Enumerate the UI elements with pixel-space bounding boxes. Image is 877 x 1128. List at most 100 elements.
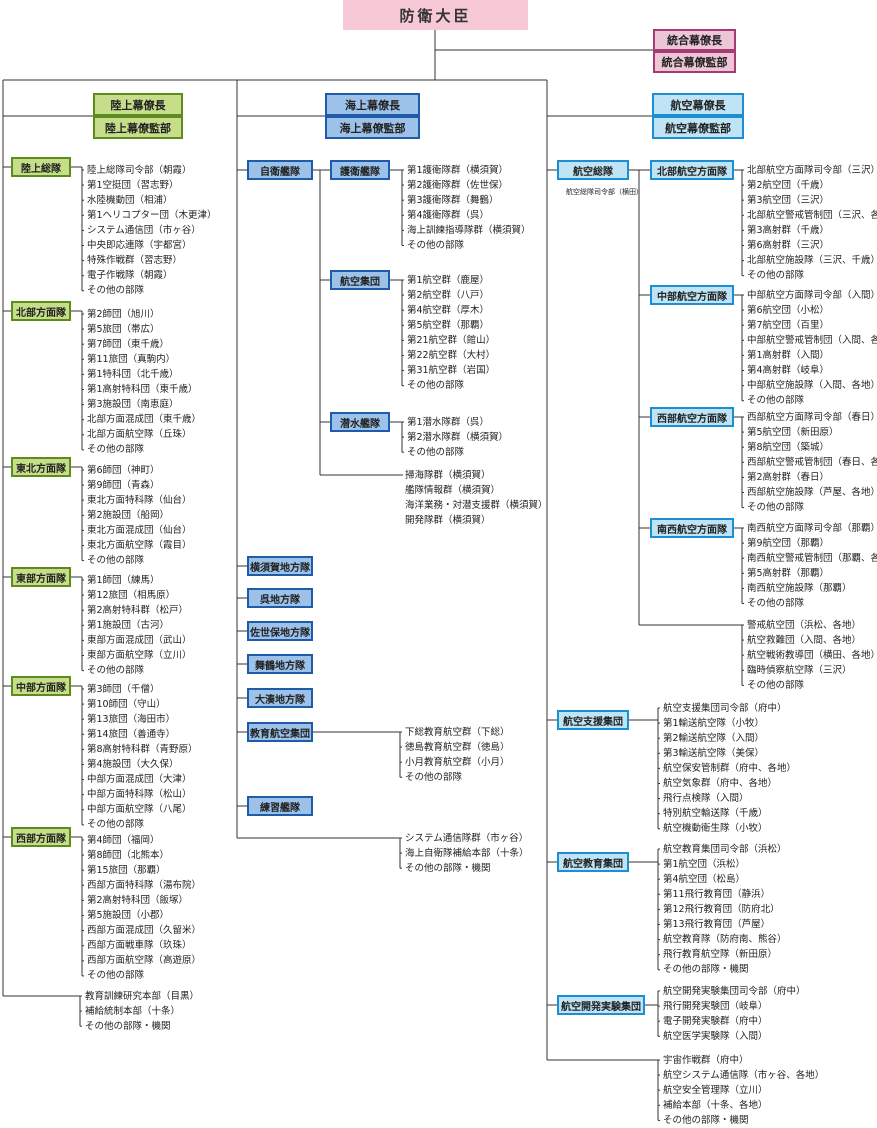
list-item: 航空保安管制群（府中、各地） <box>663 762 797 774</box>
asdf-chief-box: 航空幕僚長 <box>652 93 744 116</box>
list-item: 宇宙作戦群（府中） <box>663 1054 749 1066</box>
list-item: 特殊作戦群（習志野） <box>87 255 183 267</box>
gsdf-unit-box: 中部方面隊 <box>11 676 71 696</box>
list-item: 西部航空方面隊司令部（春日） <box>747 411 877 423</box>
asdf-command-note: 航空総隊司令部（横田） <box>566 188 643 196</box>
list-item: 第9航空団（那覇） <box>747 537 830 549</box>
list-item: 航空教育隊（防府南、熊谷） <box>663 934 787 946</box>
asdf-force-box: 西部航空方面隊 <box>650 407 734 427</box>
list-item: 教育訓練研究本部（目黒） <box>85 990 200 1002</box>
list-item: 北部方面混成団（東千歳） <box>87 414 202 426</box>
list-item: 海上自衛隊補給本部（十条） <box>405 847 529 859</box>
list-item: その他の部隊 <box>87 970 145 982</box>
list-item: 第3高射群（千歳） <box>747 224 830 236</box>
gsdf-unit-box: 東部方面隊 <box>11 567 71 587</box>
msdf-training-box: 練習艦隊 <box>247 796 313 816</box>
list-item: 第2師団（旭川） <box>87 308 160 320</box>
msdf-fleet-group-box: 護衛艦隊 <box>330 160 390 180</box>
list-item: その他の部隊・機関 <box>405 862 491 874</box>
asdf-support-box: 航空支援集団 <box>557 710 629 730</box>
list-item: 第3護衛隊群（舞鶴） <box>407 194 499 206</box>
list-item: 中部航空方面隊司令部（入間） <box>747 289 877 301</box>
list-item: 第5旅団（帯広） <box>87 323 160 335</box>
list-item: 第1輸送航空隊（小牧） <box>663 717 765 729</box>
list-item: 第2航空団（千歳） <box>747 179 830 191</box>
list-item: その他の部隊・機関 <box>663 964 749 976</box>
msdf-district-box: 佐世保地方隊 <box>247 621 313 641</box>
list-item: 第8師団（北熊本） <box>87 849 170 861</box>
list-item: 海洋業務・対潜支援群（横須賀） <box>405 499 548 511</box>
list-item: 航空機動衛生隊（小牧） <box>663 823 768 835</box>
asdf-command-box: 航空総隊 <box>557 160 629 180</box>
msdf-office-box: 海上幕僚監部 <box>325 116 420 139</box>
list-item: 第7航空団（百里） <box>747 319 830 331</box>
list-item: 航空気象群（府中、各地） <box>663 778 778 789</box>
list-item: 海上訓練指導隊群（横須賀） <box>407 224 531 236</box>
list-item: 第6高射群（三沢） <box>747 240 830 251</box>
list-item: 第1空挺団（習志野） <box>87 179 179 191</box>
list-item: 第2高射特科群（松戸） <box>87 604 189 616</box>
list-item: その他の部隊 <box>747 679 805 691</box>
list-item: 第1施設団（古河） <box>87 619 170 631</box>
asdf-force-box: 中部航空方面隊 <box>650 285 734 305</box>
list-item: 東北方面特科隊（仙台） <box>87 494 192 506</box>
list-item: 第3施設団（南恵庭） <box>87 399 179 411</box>
gsdf-unit-box: 陸上総隊 <box>11 157 71 177</box>
list-item: 臨時偵察航空隊（三沢） <box>747 664 852 676</box>
list-item: 補給本部（十条、各地） <box>663 1099 768 1111</box>
list-item: 第1高射群（入間） <box>747 349 830 361</box>
list-item: その他の部隊・機関 <box>85 1020 171 1032</box>
list-item: システム通信団（市ヶ谷） <box>87 224 201 236</box>
list-item: その他の部隊 <box>87 444 145 456</box>
list-item: 第6師団（神町） <box>87 464 160 476</box>
list-item: 第4高射群（岐阜） <box>747 365 830 376</box>
list-item: その他の部隊 <box>747 395 805 407</box>
msdf-chief-box: 海上幕僚長 <box>325 93 420 116</box>
list-item: その他の部隊 <box>87 285 145 297</box>
list-item: 第2護衛隊群（佐世保） <box>407 179 509 191</box>
list-item: 北部方面航空隊（丘珠） <box>87 429 192 441</box>
list-item: その他の部隊 <box>407 446 465 458</box>
minister-box: 防衛大臣 <box>343 0 528 30</box>
list-item: 東部方面航空隊（立川） <box>87 650 192 661</box>
list-item: 第1高射特科団（東千歳） <box>87 384 198 395</box>
list-item: 西部方面戦車隊（玖珠） <box>87 940 192 952</box>
asdf-office-box: 航空幕僚監部 <box>652 116 744 139</box>
list-item: 南西航空警戒管制団（那覇、各地） <box>747 552 877 564</box>
list-item: 飛行教育航空隊（新田原） <box>663 949 778 961</box>
list-item: 第4護衛隊群（呉） <box>407 209 490 221</box>
list-item: 中部方面特科隊（松山） <box>87 789 192 801</box>
list-item: 第5高射群（那覇） <box>747 567 830 579</box>
list-item: 第11飛行教育団（静浜） <box>663 888 771 900</box>
list-item: 開発隊群（横須賀） <box>405 514 491 526</box>
list-item: 第1航空群（鹿屋） <box>407 274 490 286</box>
list-item: 第1ヘリコプター団（木更津） <box>87 209 217 221</box>
list-item: 特別航空輸送隊（千歳） <box>663 808 768 820</box>
msdf-district-box: 舞鶴地方隊 <box>247 654 313 674</box>
list-item: 第13飛行教育団（芦屋） <box>663 919 771 930</box>
list-item: 第2航空群（八戸） <box>407 289 490 301</box>
list-item: 中部航空警戒管制団（入間、各地） <box>747 334 877 346</box>
list-item: 第8高射特科群（青野原） <box>87 743 198 755</box>
list-item: 航空戦術教導団（横田、各地） <box>747 649 877 661</box>
list-item: 第1護衛隊群（横須賀） <box>407 164 509 176</box>
list-item: その他の部隊 <box>407 240 465 251</box>
list-item: 第5施設団（小郡） <box>87 910 170 921</box>
msdf-district-box: 呉地方隊 <box>247 588 313 608</box>
msdf-fleet-group-box: 航空集団 <box>330 270 390 290</box>
list-item: 第1潜水隊群（呉） <box>407 416 490 428</box>
list-item: 航空システム通信隊（市ヶ谷、各地） <box>663 1069 825 1081</box>
list-item: 第15旅団（那覇） <box>87 864 166 876</box>
list-item: 南西航空施設隊（那覇） <box>747 582 852 594</box>
gsdf-unit-box: 西部方面隊 <box>11 827 71 847</box>
list-item: 西部方面航空隊（高遊原） <box>87 955 202 967</box>
list-item: 第13旅団（海田市） <box>87 713 176 725</box>
list-item: 第1特科団（北千歳） <box>87 368 179 380</box>
list-item: 第3師団（千僧） <box>87 683 160 695</box>
list-item: 電子開発実験群（府中） <box>663 1015 768 1027</box>
list-item: その他の部隊 <box>87 819 145 831</box>
list-item: 西部航空警戒管制団（春日、各地） <box>747 456 877 468</box>
list-item: 第22航空群（大村） <box>407 350 496 361</box>
